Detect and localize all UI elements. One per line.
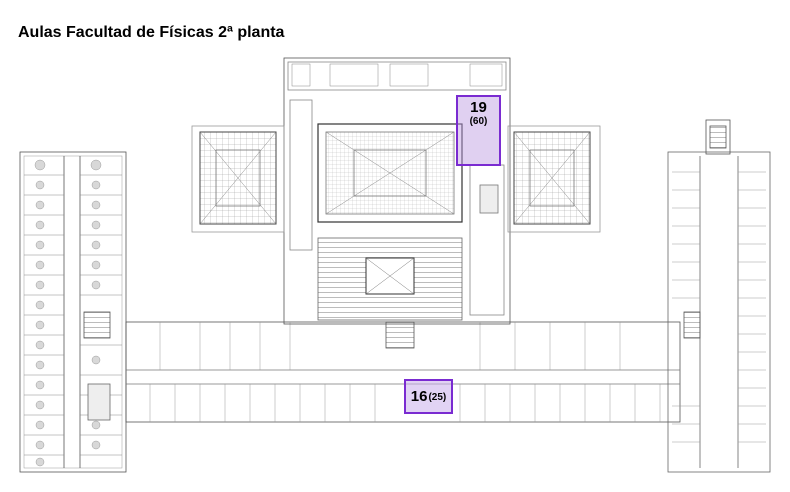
left-courtyard (191, 125, 285, 233)
right-wing (667, 119, 771, 473)
room-16-capacity: (25) (428, 392, 447, 403)
room-16-number: 16 (410, 387, 428, 405)
left-wing (19, 151, 127, 473)
right-courtyard (507, 125, 601, 233)
page-title: Aulas Facultad de Físicas 2ª planta (18, 24, 285, 41)
room-19-capacity: (60) (469, 116, 488, 127)
main-corridor-block (125, 321, 681, 423)
central-building (283, 57, 511, 349)
room-19-number: 19 (470, 99, 487, 116)
room-19[interactable]: 19 (60) (456, 95, 501, 166)
room-16[interactable]: 16 (25) (404, 379, 453, 414)
